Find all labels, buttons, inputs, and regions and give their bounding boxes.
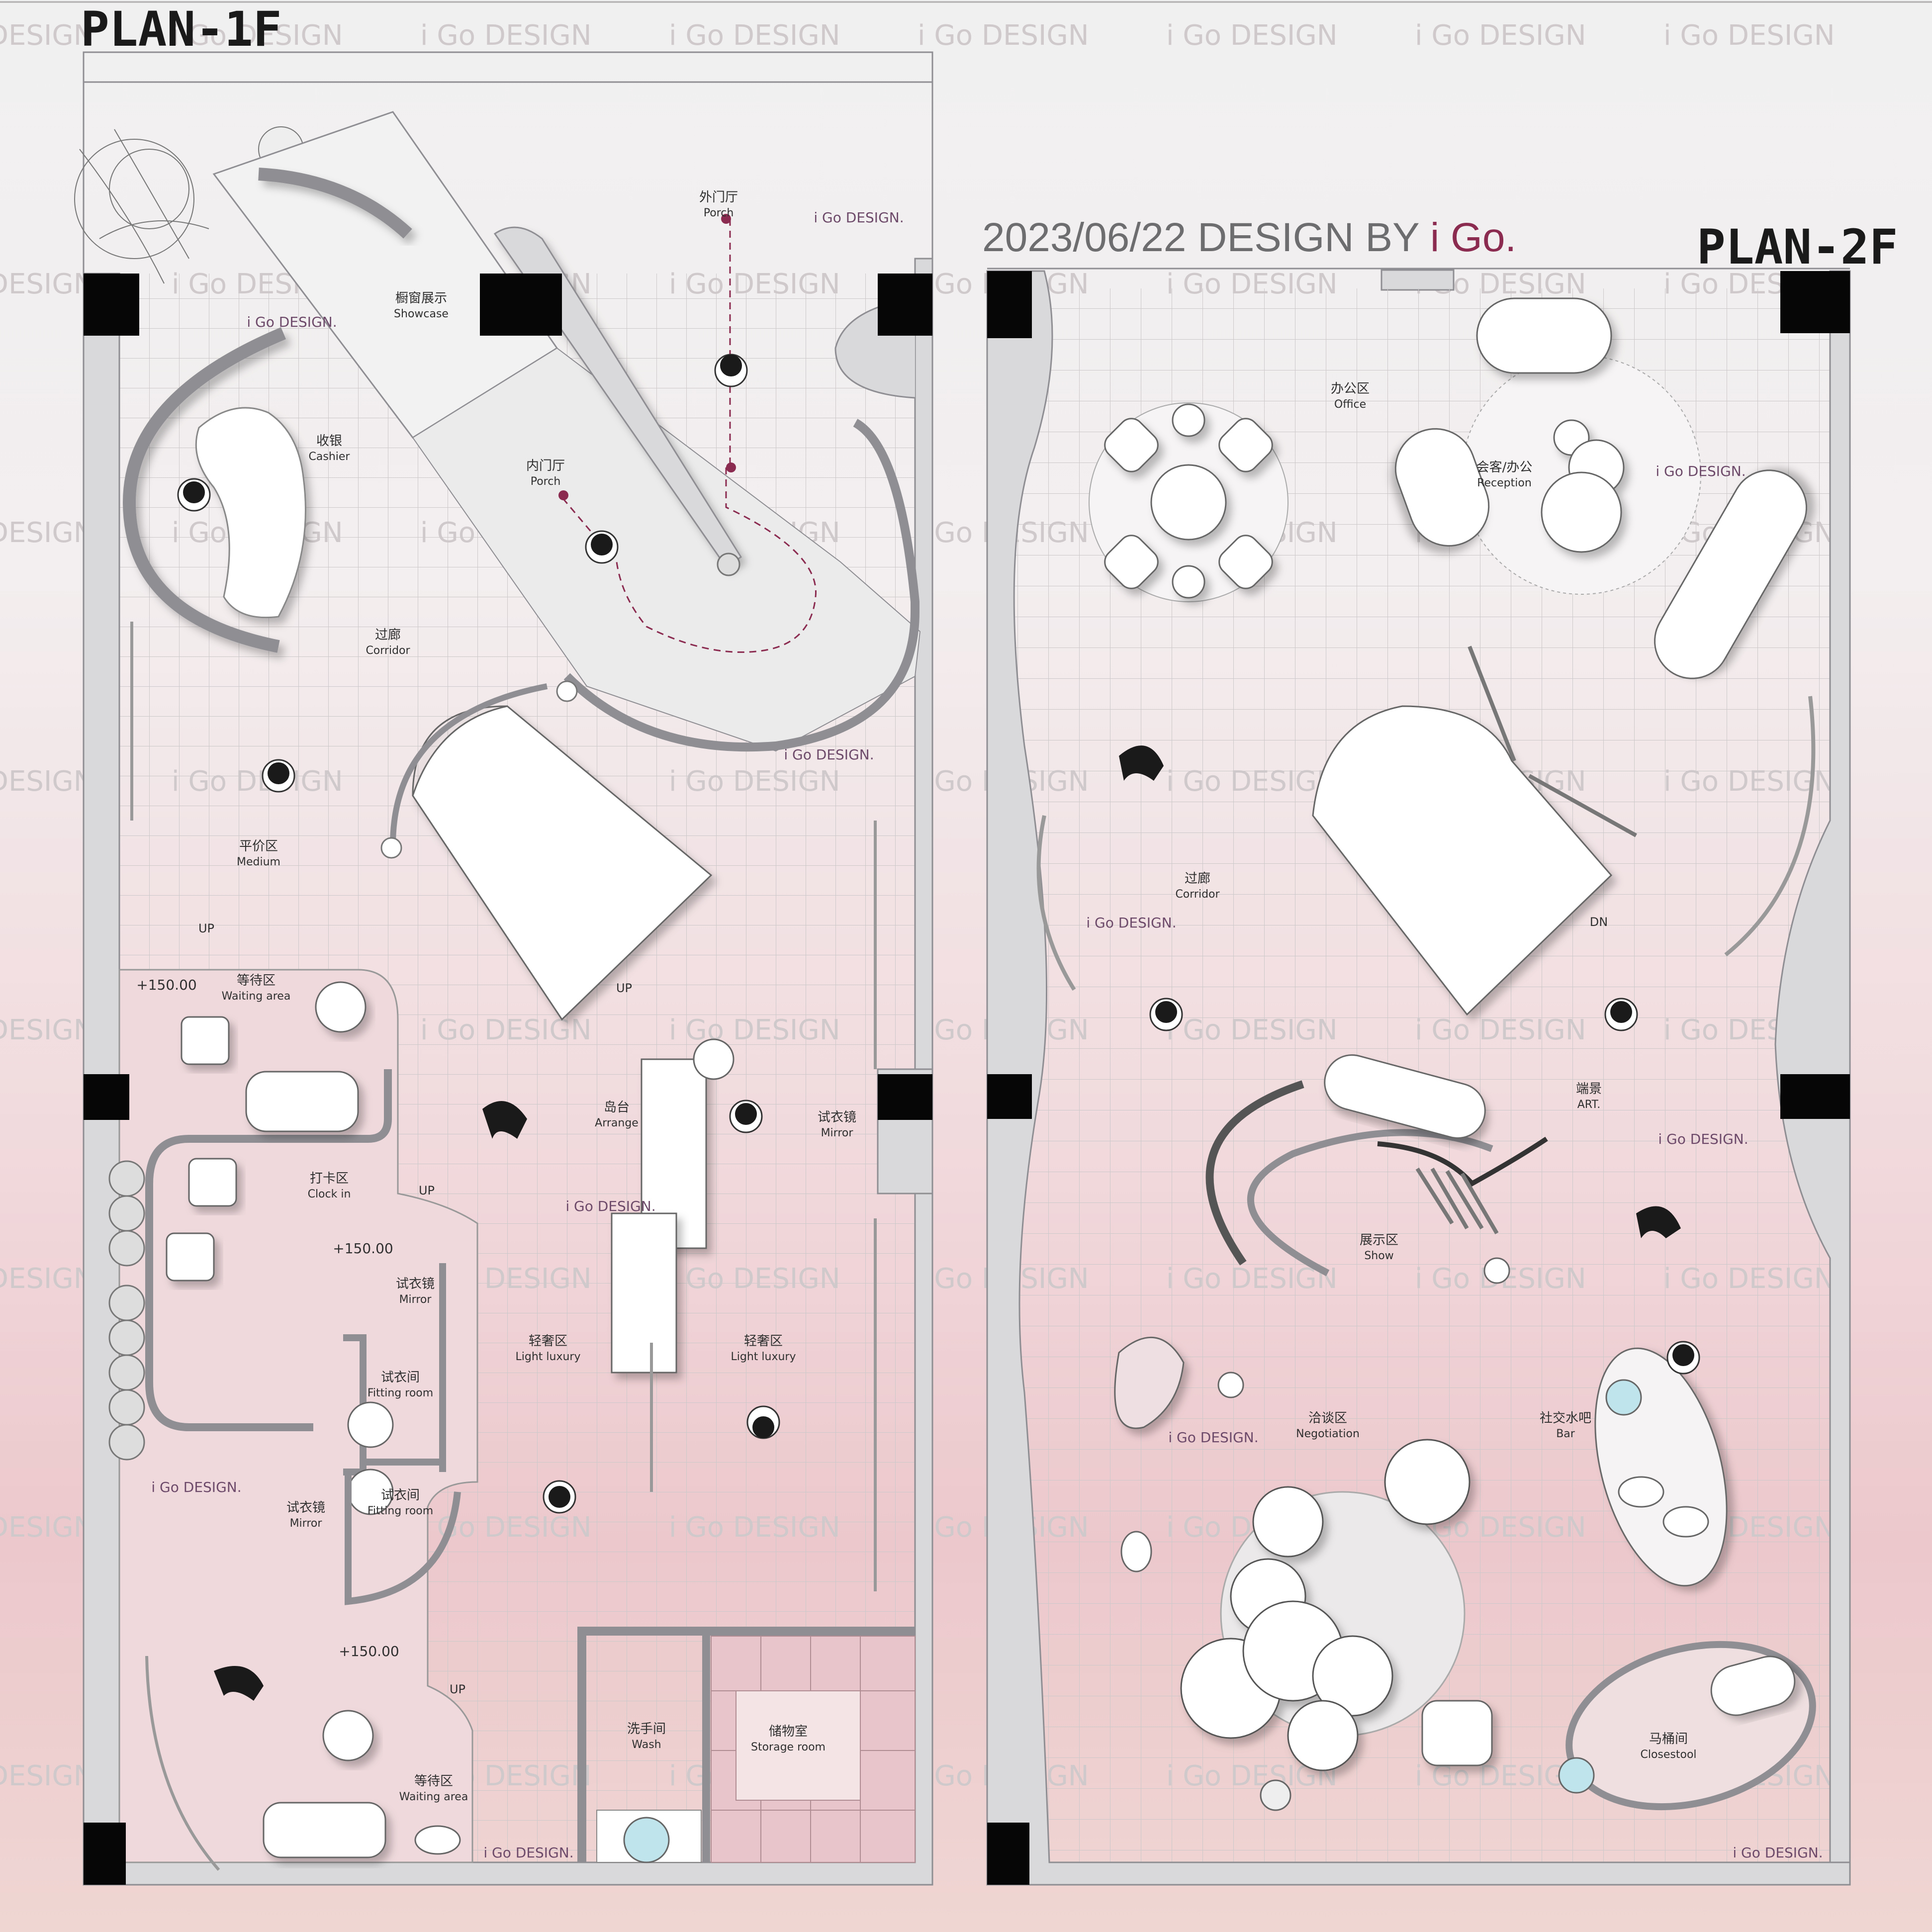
room-label-cn: 试衣镜 bbox=[286, 1500, 325, 1515]
room-label-cn: 展示区 bbox=[1360, 1233, 1398, 1248]
room-label-en: Closestool bbox=[1640, 1748, 1696, 1761]
room-label-en: Office bbox=[1334, 398, 1366, 411]
room-label-en: Light luxury bbox=[731, 1351, 796, 1363]
room-label-cn: 等待区 bbox=[414, 1774, 453, 1789]
level-mark: +150.00 bbox=[136, 977, 196, 993]
signature-mark: i Go DESIGN. bbox=[1656, 463, 1746, 479]
signature-mark: i Go DESIGN. bbox=[1168, 1429, 1258, 1446]
room-label-cn: 会客/办公 bbox=[1476, 460, 1533, 475]
room-label-cn: 岛台 bbox=[604, 1100, 630, 1115]
plan-2f-labels: 办公区 Office 会客/办公 Reception 过廊 Corridor 端景 ART. 展… bbox=[1086, 381, 1823, 1861]
room-label-en: Corridor bbox=[366, 644, 410, 657]
room-label-cn: 试衣间 bbox=[381, 1488, 420, 1503]
room-label-en: Wash bbox=[632, 1739, 661, 1751]
signature-mark: i Go DESIGN. bbox=[247, 314, 337, 330]
up-mark: UP bbox=[450, 1682, 465, 1696]
room-label-cn: 收银 bbox=[316, 434, 342, 449]
room-label-en: Waiting area bbox=[222, 990, 291, 1003]
room-label-cn: 轻奢区 bbox=[529, 1334, 567, 1349]
watermark-text: i Go DESIGN bbox=[0, 765, 94, 798]
plan-1f: PLAN-1F bbox=[74, 1, 933, 1886]
room-label-cn: 外门厅 bbox=[699, 190, 738, 205]
room-label-en: Light luxury bbox=[516, 1351, 581, 1363]
room-label-en: Porch bbox=[704, 207, 734, 219]
room-label-cn: 打卡区 bbox=[310, 1171, 349, 1186]
plan-2f: PLAN-2F bbox=[986, 219, 1898, 1886]
room-label-en: Negotiation bbox=[1296, 1428, 1360, 1440]
signature-mark: i Go DESIGN. bbox=[1086, 915, 1176, 931]
room-label-cn: 橱窗展示 bbox=[395, 291, 447, 306]
signature-mark: i Go DESIGN. bbox=[151, 1479, 241, 1495]
watermark-text: i Go DESIGN bbox=[1415, 19, 1586, 52]
dn-mark: DN bbox=[1590, 915, 1608, 929]
room-label-en: Show bbox=[1364, 1250, 1393, 1262]
room-label-cn: 过廊 bbox=[375, 628, 401, 643]
room-label-cn: 试衣间 bbox=[381, 1370, 420, 1385]
watermark-text: i Go DESIGN bbox=[0, 1511, 94, 1544]
watermark-text: i Go DESIGN bbox=[0, 1760, 94, 1792]
watermark-text: i Go DESIGN bbox=[669, 19, 840, 52]
room-label-en: Arrange bbox=[595, 1117, 639, 1129]
room-label-cn: 储物室 bbox=[769, 1724, 808, 1739]
watermark-text: i Go DESIGN bbox=[0, 19, 94, 52]
room-label-en: Mirror bbox=[290, 1517, 323, 1530]
room-label-en: Medium bbox=[237, 856, 280, 868]
room-label-cn: 端景 bbox=[1576, 1082, 1602, 1097]
signature-mark: i Go DESIGN. bbox=[1658, 1131, 1748, 1147]
room-label-en: ART. bbox=[1577, 1099, 1601, 1111]
room-label-cn: 马桶间 bbox=[1649, 1732, 1688, 1747]
room-label-cn: 内门厅 bbox=[526, 459, 565, 473]
plan-1f-title: PLAN-1F bbox=[81, 1, 282, 57]
room-label-en: Waiting area bbox=[399, 1791, 468, 1803]
level-mark: +150.00 bbox=[339, 1643, 399, 1659]
room-label-en: Showcase bbox=[394, 308, 449, 320]
room-label-cn: 洽谈区 bbox=[1308, 1411, 1347, 1426]
plan-2f-title: PLAN-2F bbox=[1697, 219, 1898, 275]
room-label-cn: 办公区 bbox=[1331, 381, 1370, 396]
signature-mark: i Go DESIGN. bbox=[565, 1198, 655, 1214]
room-label-en: Mirror bbox=[821, 1127, 854, 1139]
room-label-en: Bar bbox=[1556, 1428, 1575, 1440]
up-mark: UP bbox=[198, 921, 214, 935]
watermark-text: i Go DESIGN bbox=[172, 19, 343, 52]
room-label-en: Corridor bbox=[1175, 888, 1220, 901]
watermark-text: i Go DESIGN bbox=[918, 19, 1089, 52]
plan-1f-labels: 外门厅Porch内门厅Porch橱窗展示Showcase收银Cashier过廊C… bbox=[136, 190, 904, 1861]
room-label-en: Storage room bbox=[751, 1741, 826, 1753]
stair-2f bbox=[1312, 705, 1613, 1016]
up-mark: UP bbox=[616, 981, 632, 995]
room-label-cn: 平价区 bbox=[239, 839, 278, 854]
room-label-en: Fitting room bbox=[368, 1505, 433, 1517]
watermark-text: i Go DESIGN bbox=[0, 1263, 94, 1295]
watermark-text: i Go DESIGN bbox=[1166, 19, 1338, 52]
room-label-cn: 试衣镜 bbox=[818, 1110, 856, 1125]
room-label-cn: 洗手间 bbox=[627, 1722, 666, 1737]
design-credit: 2023/06/22 DESIGN BY i Go. bbox=[982, 215, 1516, 260]
signature-mark: i Go DESIGN. bbox=[814, 209, 904, 226]
signature-mark: i Go DESIGN. bbox=[483, 1844, 573, 1861]
room-label-en: Fitting room bbox=[368, 1387, 433, 1399]
watermark-text: i Go DESIGN bbox=[0, 517, 94, 549]
watermark-text: i Go DESIGN bbox=[420, 19, 592, 52]
room-label-en: Mirror bbox=[399, 1293, 432, 1306]
room-label-en: Reception bbox=[1477, 477, 1532, 489]
watermark-text: i Go DESIGN bbox=[0, 1014, 94, 1046]
room-label-cn: 试衣镜 bbox=[396, 1277, 435, 1291]
room-label-en: Clock in bbox=[308, 1188, 351, 1200]
signature-mark: i Go DESIGN. bbox=[1733, 1844, 1823, 1861]
level-mark: +150.00 bbox=[333, 1240, 393, 1257]
room-label-en: Cashier bbox=[309, 451, 351, 463]
room-label-cn: 等待区 bbox=[237, 973, 276, 988]
watermark-text: i Go DESIGN bbox=[0, 268, 94, 300]
room-label-cn: 社交水吧 bbox=[1540, 1411, 1591, 1426]
signature-mark: i Go DESIGN. bbox=[784, 746, 874, 763]
up-mark: UP bbox=[419, 1184, 435, 1197]
room-label-cn: 轻奢区 bbox=[744, 1334, 783, 1349]
room-label-en: Porch bbox=[531, 475, 561, 488]
watermark-text: i Go DESIGN bbox=[1663, 19, 1835, 52]
room-label-cn: 过廊 bbox=[1185, 871, 1210, 886]
